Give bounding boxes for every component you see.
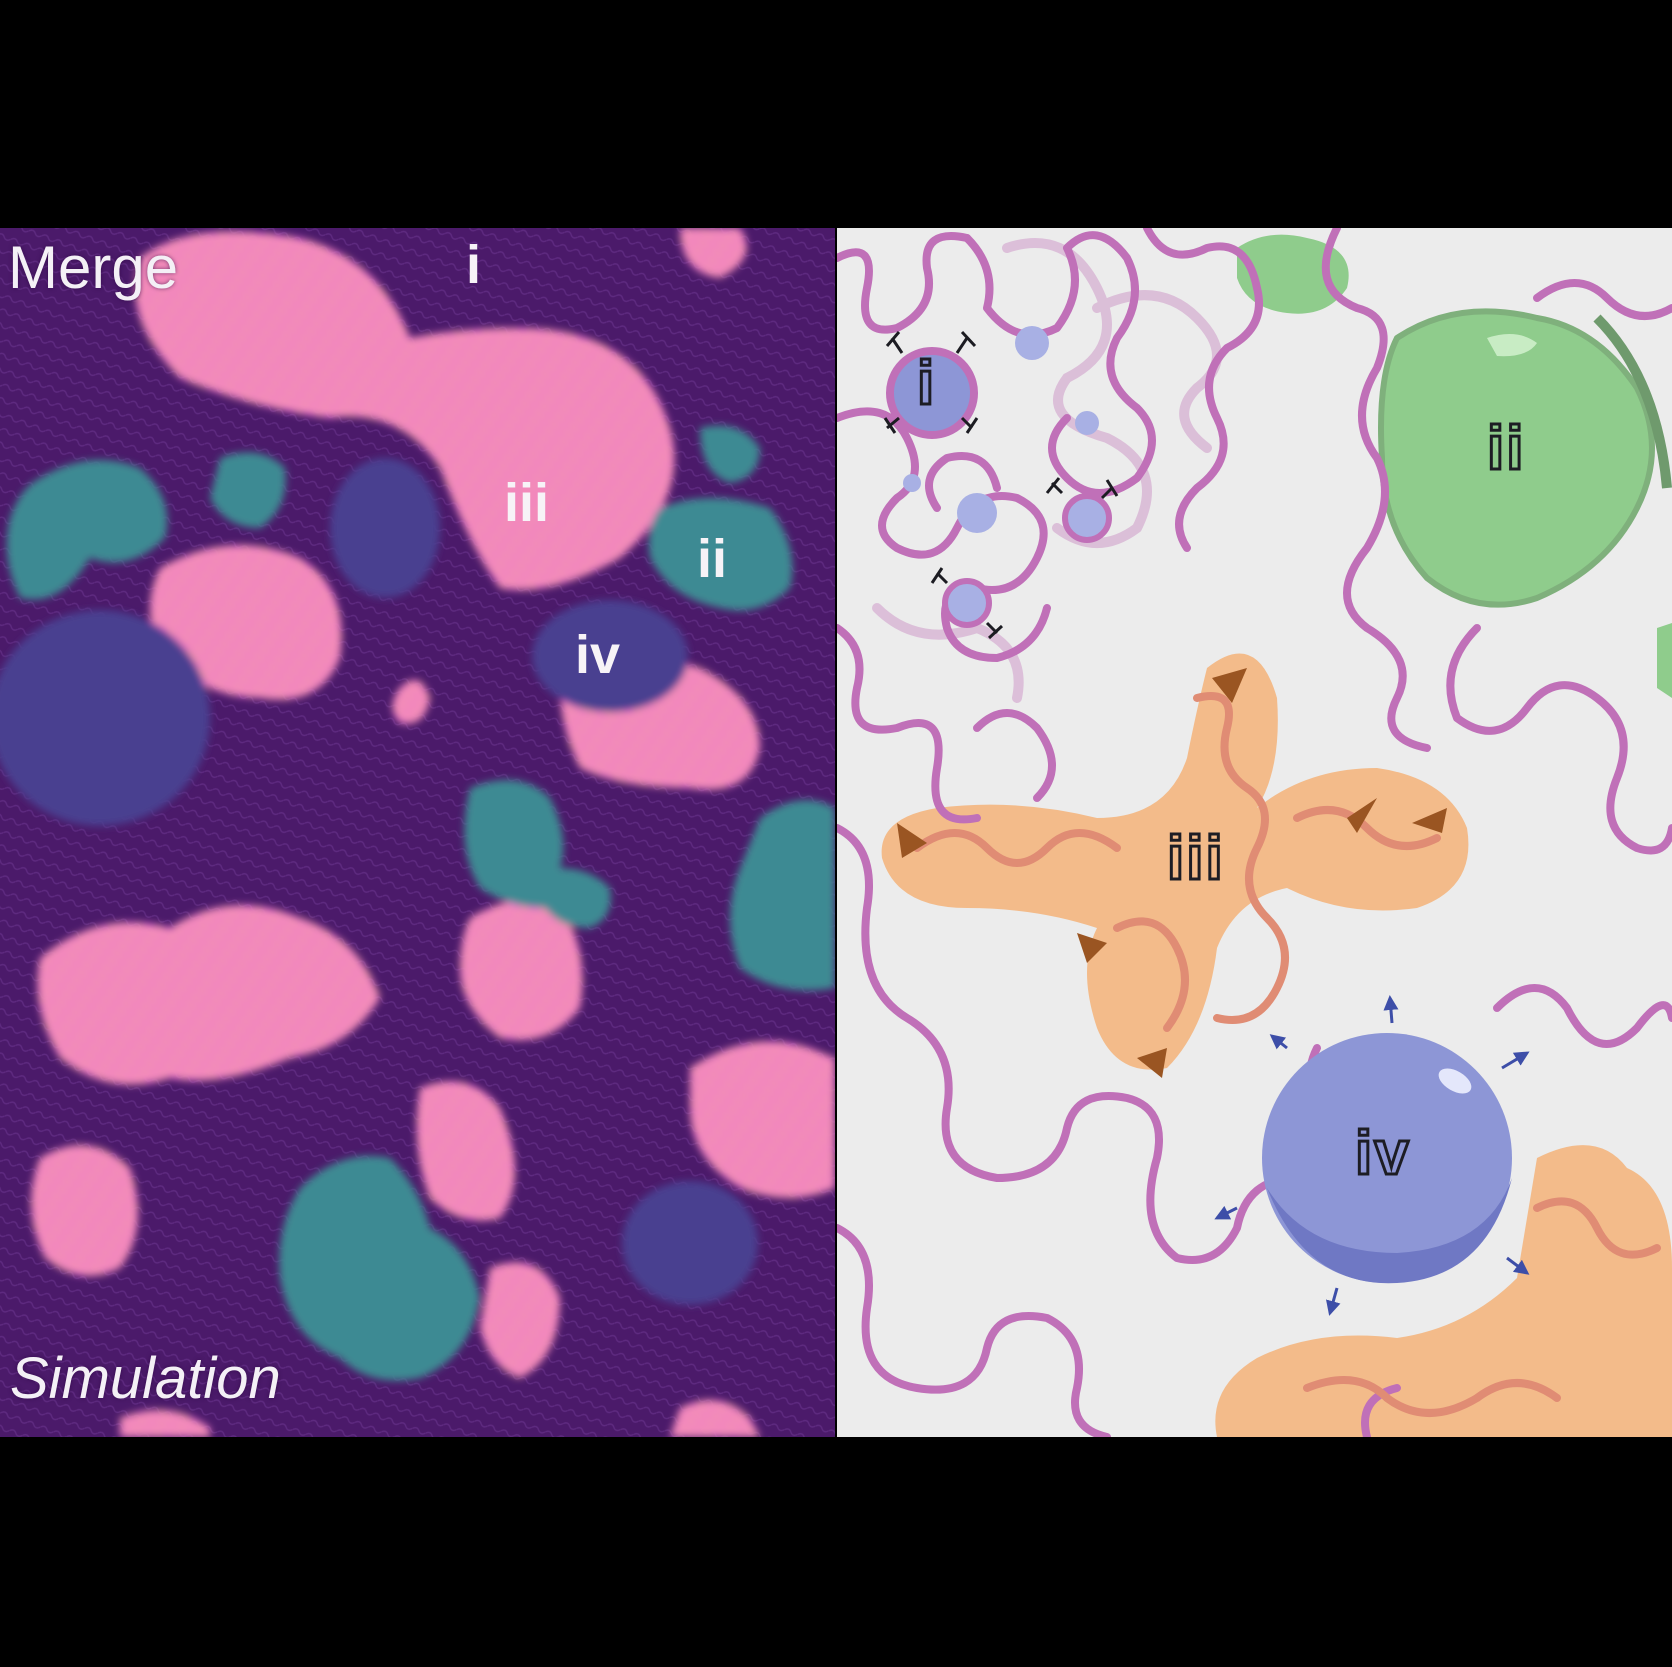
green-droplet-edge [1593, 314, 1672, 489]
teal-domain [464, 780, 611, 928]
polymer-chain [1493, 984, 1672, 1048]
arrowhead [1212, 668, 1247, 703]
arrowhead [1412, 808, 1447, 833]
arrowhead [897, 823, 927, 858]
schematic-panel: i ii iii iv [837, 228, 1672, 1437]
arrowhead [1347, 798, 1377, 833]
marker-ii-left: ii [697, 529, 728, 589]
blue-droplet-highlight [1438, 1068, 1472, 1094]
teal-domain [6, 460, 168, 600]
arrowhead [1077, 933, 1107, 963]
pink-domain [680, 228, 747, 278]
polymer-chain [837, 1224, 1111, 1437]
marker-iv-left: iv [575, 625, 621, 685]
marker-iii-right: iii [1166, 824, 1225, 893]
linker [955, 330, 977, 354]
blue-domain [532, 600, 688, 712]
domain-chain [913, 829, 1121, 867]
domain-chain [1293, 806, 1441, 850]
faint-chain [1092, 290, 1222, 453]
expansion-arrow [1501, 1051, 1530, 1070]
simulation-panel: Merge Simulation i ii iii iv [0, 228, 835, 1437]
blue-droplet-shadow [1267, 1178, 1512, 1284]
polymer-chain [925, 452, 1001, 512]
expansion-arrow [1383, 995, 1399, 1024]
blue-droplet [1262, 1033, 1512, 1283]
polymer-chain [1143, 228, 1263, 552]
expansion-arrow [1506, 1256, 1530, 1275]
orange-domain [1215, 1145, 1672, 1437]
pink-domain [392, 680, 430, 724]
marker-iv-right: iv [1354, 1119, 1411, 1188]
marker-i-left: i [466, 235, 482, 295]
pink-domain [480, 1262, 560, 1378]
teal-domain [700, 425, 760, 483]
teal-domain [648, 498, 793, 611]
faint-chain [872, 603, 1024, 703]
polymer-chain [1533, 279, 1672, 320]
green-droplet [1657, 623, 1672, 698]
merge-label: Merge [8, 234, 179, 301]
pink-domain [460, 900, 583, 1040]
polymer-chain [973, 709, 1056, 802]
simulation-label: Simulation [10, 1346, 281, 1411]
pink-domain [120, 1410, 210, 1437]
green-droplet [1237, 234, 1349, 314]
polymer-chain [837, 624, 981, 824]
linker [985, 621, 1004, 640]
domain-chain [1303, 1376, 1561, 1417]
blue-domain [330, 458, 440, 598]
faint-chain [1002, 238, 1152, 548]
polymer-chain [1446, 624, 1672, 855]
pink-domain [670, 1400, 760, 1437]
expansion-arrow [1214, 1205, 1238, 1220]
polymer-chain [1361, 1384, 1401, 1437]
pink-domain [135, 231, 675, 591]
domain-chain [1193, 692, 1289, 1024]
marker-i-right: i [915, 349, 937, 418]
pink-domain [416, 1081, 515, 1221]
arrowhead [1137, 1048, 1167, 1078]
linker [1100, 479, 1119, 500]
green-droplet-highlight [1487, 334, 1537, 357]
teal-domain [279, 1156, 480, 1381]
expansion-arrow [1326, 1287, 1341, 1316]
polymer-chain [837, 407, 1051, 662]
domain-chain [1113, 917, 1189, 1032]
pink-domain [690, 1041, 835, 1198]
pink-domain [150, 545, 342, 700]
linker [930, 567, 949, 585]
linker [1045, 477, 1064, 495]
polymer-chain [837, 824, 1301, 1264]
blue-domain [622, 1181, 758, 1305]
polymer-chain [1321, 228, 1431, 752]
polymer-chain [837, 232, 971, 334]
domain-chain [1533, 1197, 1661, 1259]
linker [960, 416, 979, 434]
linker [885, 331, 904, 354]
schematic-image [837, 228, 1672, 1437]
expansion-arrow [1269, 1034, 1288, 1050]
marker-iii-left: iii [504, 473, 550, 533]
marker-ii-right: ii [1485, 414, 1526, 483]
blue-domain [0, 610, 210, 826]
pink-domain [37, 905, 380, 1085]
teal-domain [730, 800, 835, 991]
simulation-image [0, 228, 835, 1437]
small-droplets [886, 326, 1112, 628]
pink-domain [31, 1145, 138, 1276]
linker [883, 416, 900, 434]
teal-domain [210, 452, 286, 528]
orange-domain [881, 653, 1469, 1070]
